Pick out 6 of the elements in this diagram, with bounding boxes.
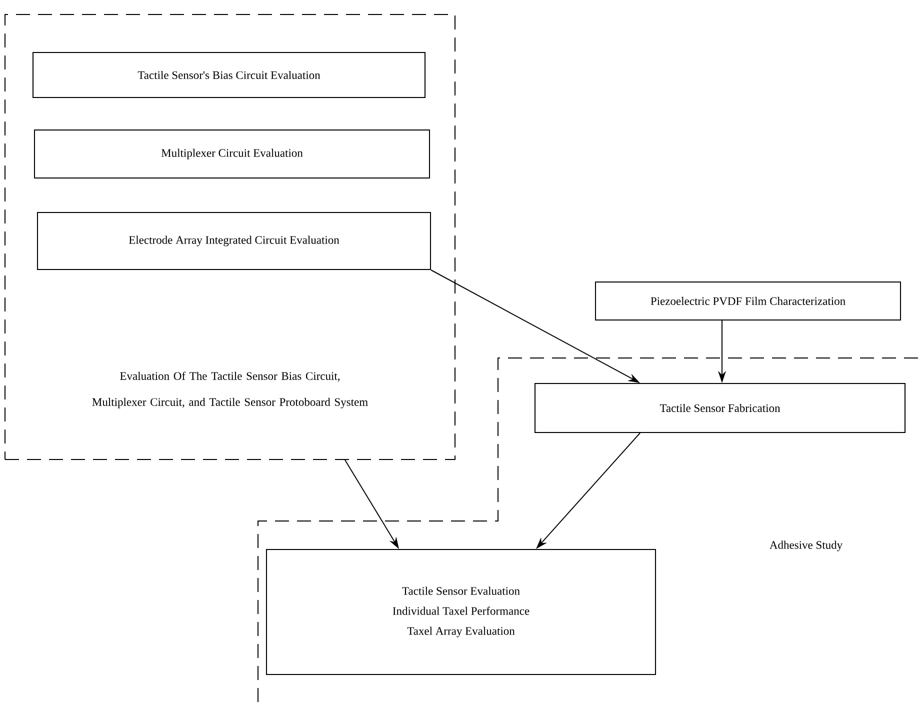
process-box: Electrode Array Integrated Circuit Evaluation	[37, 212, 431, 270]
process-box: Piezoelectric PVDF Film Characterization	[595, 282, 902, 320]
process-box: Tactile Sensor's Bias Circuit Evaluation	[32, 52, 426, 98]
process-box: Tactile Sensor Evaluation Individual Taxel Performance Taxel Array Evaluation	[266, 549, 656, 675]
process-box: Multiplexer Circuit Evaluation	[34, 130, 430, 178]
process-box: Tactile Sensor Fabrication	[534, 383, 906, 433]
